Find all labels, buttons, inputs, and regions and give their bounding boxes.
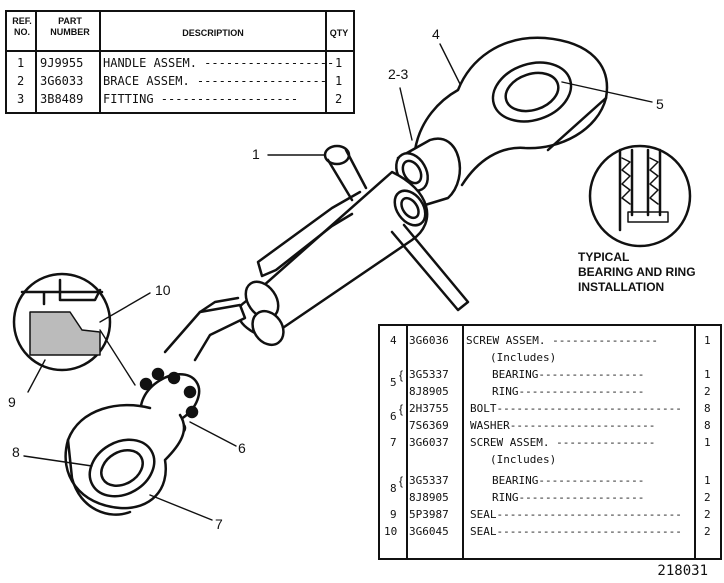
qty-header: QTY — [329, 28, 349, 38]
callout-1: 1 — [252, 146, 260, 162]
brace-icon: { — [399, 402, 404, 416]
callout-5: 5 — [656, 96, 664, 112]
callout-10: 10 — [155, 282, 171, 298]
table-row: (Includes) — [490, 453, 557, 466]
brace-icon: { — [399, 368, 404, 382]
callout-6: 6 — [238, 440, 246, 456]
handle-assembly — [256, 144, 368, 278]
ref-no-header: REF. NO. — [12, 16, 32, 37]
lower-screw-assembly — [64, 403, 186, 516]
callout-9: 9 — [8, 394, 16, 410]
parts-table-top: REF. NO. PART NUMBER DESCRIPTION QTY 1 9… — [5, 10, 355, 114]
upper-screw-assembly — [413, 36, 609, 187]
bearing-detail-inset — [588, 144, 692, 248]
table-row: 1 9J9955 HANDLE ASSEM. -----------------… — [17, 56, 343, 70]
table-row: 3 3B8489 FITTING ------------------- 2 — [17, 92, 343, 106]
figure-number: 218031 — [657, 563, 708, 579]
leader-lines — [23, 43, 653, 521]
brace-icon: { — [399, 474, 404, 488]
callout-7: 7 — [215, 516, 223, 532]
callout-2-3: 2-3 — [388, 66, 409, 82]
lower-yoke — [163, 296, 247, 362]
brace-assembly — [236, 170, 470, 347]
seal-detail-inset — [12, 272, 112, 372]
table-row: (Includes) — [490, 351, 557, 364]
table-header: REF. NO. PART NUMBER DESCRIPTION QTY — [7, 12, 353, 52]
callout-4: 4 — [432, 26, 440, 42]
table-row: 2 3G6033 BRACE ASSEM. ------------------… — [17, 74, 343, 88]
callout-8: 8 — [12, 444, 20, 460]
part-number-header: PART NUMBER — [50, 16, 90, 37]
description-header: DESCRIPTION — [182, 28, 244, 38]
inset-caption: TYPICAL BEARING AND RING INSTALLATION — [578, 250, 696, 294]
